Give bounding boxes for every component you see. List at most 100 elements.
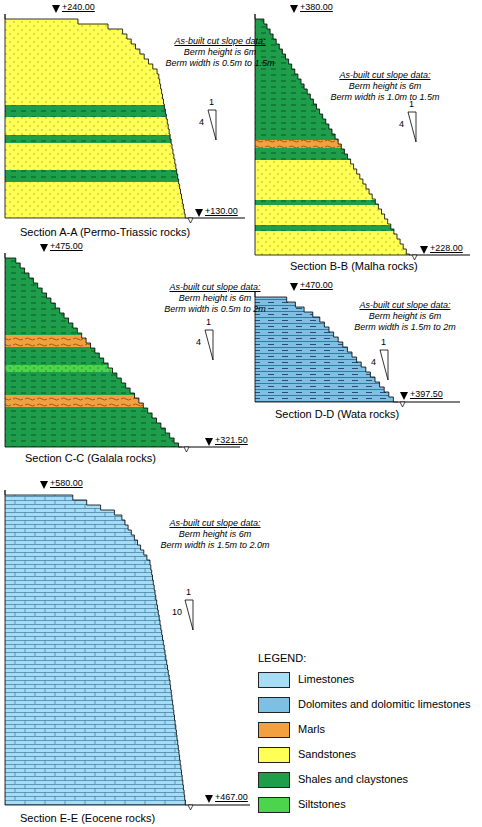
legend-heading: LEGEND: — [258, 652, 306, 665]
slope-ratio: 4 — [371, 357, 376, 367]
slope-ratio: 10 — [172, 607, 182, 617]
ground-line — [398, 402, 460, 403]
rock-layer — [5, 143, 245, 170]
legend-text: Marls — [298, 723, 325, 736]
slope-ratio-triangle — [205, 330, 213, 360]
elevation-marker — [195, 209, 203, 217]
rock-layer — [255, 140, 482, 148]
toe-marker — [400, 402, 405, 407]
rock-layer — [255, 205, 482, 225]
legend-text: Limestones — [298, 673, 354, 686]
elevation-label: +470.00 — [300, 280, 333, 290]
toe-marker — [184, 447, 189, 452]
section-outline — [5, 253, 182, 447]
slope-data-note: Berm width is 1.5m to 2.0m — [160, 540, 269, 550]
elevation-marker — [40, 481, 48, 489]
legend-text: Sandstones — [298, 748, 356, 761]
rock-layer — [5, 372, 245, 395]
ground-line — [410, 255, 470, 256]
slope-ratio-triangle — [408, 112, 416, 142]
slope-ratio: 4 — [199, 117, 204, 127]
rock-layer — [255, 160, 482, 200]
slope-ratio-triangle — [185, 600, 193, 630]
section-title: Section A-A (Permo-Triassic rocks) — [20, 226, 190, 239]
elevation-marker — [290, 283, 298, 291]
elevation-marker — [420, 246, 428, 254]
section-outline — [5, 14, 186, 218]
section-outline — [255, 14, 410, 255]
slope-ratio: 4 — [399, 119, 404, 129]
rock-layer — [5, 117, 245, 135]
legend-text: Siltstones — [298, 798, 346, 811]
rock-layer — [255, 225, 482, 231]
section-outline — [5, 490, 186, 805]
slope-data-heading: As-built cut slope data: — [359, 300, 450, 310]
elevation-label: +240.00 — [62, 2, 95, 12]
slope-data-note: Berm width is 1.5m to 2m — [354, 322, 456, 332]
slope-ratio: 1 — [206, 317, 211, 327]
elevation-label: +130.00 — [205, 206, 238, 216]
elevation-label: +397.50 — [410, 389, 443, 399]
legend-swatch — [258, 747, 290, 763]
slope-data-heading: As-built cut slope data: — [174, 36, 265, 46]
section-title: Section B-B (Malha rocks) — [290, 260, 418, 273]
slope-ratio-triangle — [380, 350, 388, 380]
rock-layer — [5, 395, 245, 407]
rock-layer — [255, 231, 482, 255]
elevation-label: +228.00 — [430, 243, 463, 253]
toe-marker — [188, 805, 193, 810]
rock-layer — [5, 347, 245, 365]
legend-swatch — [258, 722, 290, 738]
rock-layers — [255, 14, 482, 255]
slope-data-note: Berm height is 6m — [179, 529, 252, 539]
legend-swatch — [258, 772, 290, 788]
slope-ratio: 1 — [209, 97, 214, 107]
section-title: Section D-D (Wata rocks) — [275, 408, 399, 421]
slope-ratio: 4 — [196, 337, 201, 347]
elevation-label: +475.00 — [50, 241, 83, 251]
legend-text: Dolomites and dolomitic limestones — [298, 698, 470, 711]
slope-data-heading: As-built cut slope data: — [169, 282, 260, 292]
slope-ratio: 1 — [381, 337, 386, 347]
rock-layer — [5, 135, 245, 143]
elevation-label: +580.00 — [50, 478, 83, 488]
legend-text: Shales and claystones — [298, 773, 408, 786]
legend-swatch — [258, 797, 290, 813]
ground-line — [182, 447, 240, 448]
rock-layer — [255, 200, 482, 205]
ground-line — [186, 218, 245, 219]
rock-layer — [5, 182, 245, 218]
slope-data-note: Berm width is 0.5m to 2m — [164, 304, 266, 314]
slope-data-note: Berm height is 6m — [349, 81, 422, 91]
rock-layer — [255, 148, 482, 160]
elevation-label: +321.50 — [215, 435, 248, 445]
rock-layers — [255, 292, 482, 402]
slope-data-heading: As-built cut slope data: — [339, 70, 430, 80]
slope-ratio-triangle — [208, 110, 216, 140]
elevation-marker — [205, 438, 213, 446]
slope-data-note: Berm height is 6m — [184, 47, 257, 57]
slope-data-heading: As-built cut slope data: — [169, 518, 260, 528]
elevation-marker — [52, 5, 60, 13]
slope-data-note: Berm height is 6m — [369, 311, 442, 321]
rock-layer — [255, 292, 482, 402]
toe-marker — [188, 218, 193, 223]
elevation-marker — [290, 5, 298, 13]
elevation-label: +467.00 — [215, 792, 248, 802]
rock-layer — [5, 170, 245, 182]
elevation-marker — [400, 392, 408, 400]
rock-layer — [255, 14, 482, 140]
slope-ratio: 1 — [409, 99, 414, 109]
elevation-marker — [205, 795, 213, 803]
legend-swatch — [258, 672, 290, 688]
slope-data-note: Berm width is 0.5m to 1.5m — [165, 58, 274, 68]
rock-layer — [5, 365, 245, 372]
toe-marker — [412, 255, 417, 260]
slope-ratio: 1 — [186, 587, 191, 597]
slope-data-note: Berm height is 6m — [179, 293, 252, 303]
elevation-label: +380.00 — [300, 2, 333, 12]
section-title: Section E-E (Eocene rocks) — [20, 812, 155, 825]
ground-line — [186, 805, 250, 806]
rock-layer — [5, 407, 245, 447]
slope-data-note: Berm width is 1.0m to 1.5m — [330, 92, 439, 102]
